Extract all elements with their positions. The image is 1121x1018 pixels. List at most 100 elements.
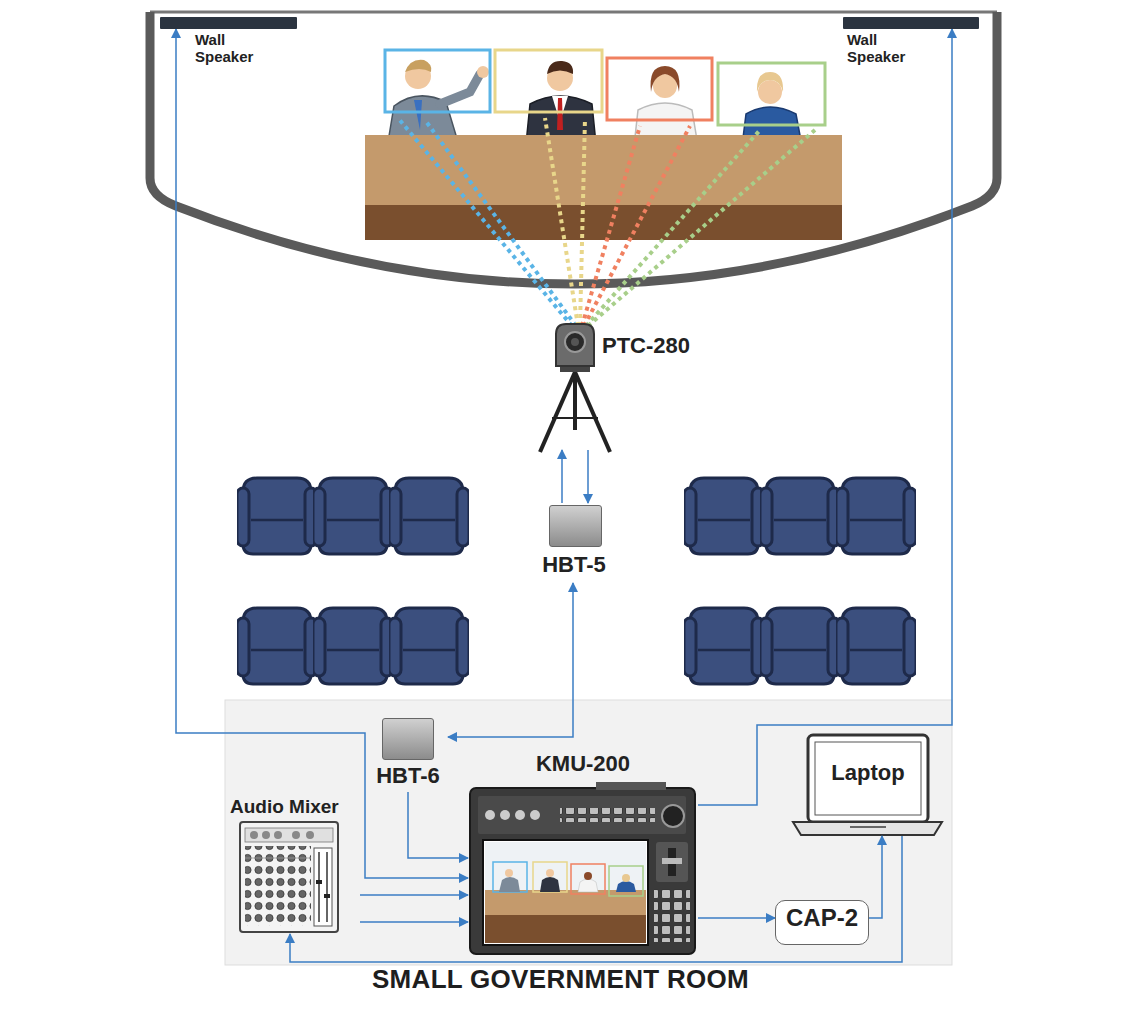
audience-seating-part: [237, 478, 317, 554]
camera-view-lines-part: [582, 126, 640, 326]
ptz-camera-part: [556, 324, 594, 366]
audio-mixer-drawing-part: [250, 831, 258, 839]
audio-mixer-drawing: [240, 822, 338, 932]
signal-connector: [698, 917, 775, 919]
kmu-switcher-drawing-part: [662, 858, 682, 864]
audio-mixer-drawing-part: [316, 880, 322, 884]
video-switcher: KMU-200: [468, 752, 698, 955]
audio-mixer-drawing-part: [292, 831, 300, 839]
extender-icon: [549, 505, 602, 547]
laptop-drawing-part: [793, 822, 942, 835]
audience-seating-part: [836, 478, 916, 554]
device-label: PTC-280: [602, 334, 690, 358]
signal-connector: [360, 921, 468, 923]
camera-view-lines-part: [584, 126, 690, 326]
audience-seating-part: [684, 478, 764, 554]
audience-seating-part: [760, 608, 840, 684]
device-label: HBT-6: [368, 764, 448, 788]
kmu-switcher-drawing-part: [560, 808, 655, 822]
ptz-camera-part: [565, 332, 585, 352]
kmu-switcher-drawing-part: [656, 842, 688, 882]
signal-connector: [869, 836, 882, 918]
audio-mixer-drawing-part: [245, 828, 333, 842]
kmu-switcher-drawing-part: [584, 872, 592, 880]
audience-seating-part: [389, 608, 469, 684]
audio-mixer: Audio Mixer: [226, 796, 360, 934]
panel-people-part: [440, 74, 480, 104]
audio-mixer-drawing-part: [314, 848, 332, 926]
diagram-title: SMALL GOVERNMENT ROOM: [0, 964, 1121, 995]
hdbaset-device: HBT-5: [528, 503, 620, 583]
panel-people-part: [557, 98, 563, 130]
signal-connector: [290, 836, 902, 962]
device-label: Wall Speaker: [847, 31, 919, 65]
panel-people-part: [405, 60, 431, 72]
device-label: CAP-2: [786, 905, 858, 931]
kmu-switcher-drawing: [470, 782, 695, 954]
panel-people-part: [414, 100, 422, 130]
kmu-switcher-drawing-part: [493, 862, 527, 892]
kmu-switcher-drawing-part: [540, 877, 560, 892]
ptz-camera-part: [571, 338, 579, 346]
panel-people-part: [758, 80, 782, 104]
hdbaset-device: HBT-6: [368, 716, 448, 792]
panel-people-part: [757, 72, 783, 92]
kmu-switcher-drawing-part: [654, 888, 690, 942]
kmu-switcher-drawing-part: [578, 879, 598, 892]
kmu-switcher-drawing-part: [622, 874, 630, 882]
audio-mixer-drawing-part: [324, 894, 330, 898]
audience-seating-part: [389, 478, 469, 554]
kmu-switcher-drawing-part: [609, 866, 643, 896]
room-outline-part: [150, 11, 997, 14]
camera-view-lines-part: [425, 120, 576, 326]
signal-connector: [176, 29, 468, 878]
kmu-switcher-drawing-part: [483, 840, 648, 945]
kmu-switcher-drawing-part: [500, 810, 510, 820]
signal-connector: [587, 450, 589, 503]
device-label: KMU-200: [468, 752, 698, 776]
panel-people-part: [651, 66, 680, 92]
kmu-switcher-drawing-part: [533, 862, 567, 892]
audio-mixer-drawing-part: [274, 831, 282, 839]
panel-people: [388, 60, 802, 146]
camera-view-lines-part: [588, 130, 815, 326]
audio-mixer-drawing-part: [240, 822, 338, 932]
kmu-switcher-drawing-part: [485, 890, 646, 915]
kmu-switcher-drawing-part: [478, 796, 686, 834]
audience-seating-part: [313, 608, 393, 684]
ptz-camera-node: PTC-280: [538, 322, 706, 450]
signal-connector: [448, 583, 573, 737]
audio-mixer-drawing-part: [245, 846, 311, 926]
ptz-camera-part: [573, 372, 577, 430]
audience-seating-part: [836, 608, 916, 684]
ptz-camera-part: [552, 417, 598, 419]
kmu-switcher-drawing-part: [470, 788, 695, 954]
signal-connector: [360, 894, 468, 896]
kmu-switcher-drawing-part: [571, 864, 605, 894]
signal-connector: [561, 450, 563, 503]
audio-mixer-drawing-part: [318, 852, 320, 922]
kmu-switcher-drawing-part: [530, 810, 540, 820]
audio-mixer-drawing-part: [262, 831, 270, 839]
audience-seating: [237, 478, 916, 684]
panel-people-part: [477, 66, 489, 78]
audio-mixer-drawing-part: [326, 852, 328, 922]
room-outline: [150, 12, 997, 284]
kmu-switcher-drawing-part: [515, 810, 525, 820]
camera-view-lines-part: [586, 130, 760, 326]
device-label: Audio Mixer: [230, 796, 339, 817]
kmu-switcher-drawing-part: [616, 881, 636, 892]
wall-speaker: Wall Speaker: [843, 17, 979, 29]
extender-icon: [382, 718, 434, 760]
camera-view-lines: [398, 118, 815, 326]
kmu-switcher-drawing-part: [662, 805, 684, 827]
framing-boxes: [385, 50, 825, 125]
conference-table: [365, 135, 842, 240]
camera-view-lines-part: [398, 118, 572, 326]
room-outline-part: [150, 12, 997, 284]
laptop-node: Laptop: [793, 733, 943, 836]
signal-connector: [698, 29, 952, 805]
wall-speaker: Wall Speaker: [160, 17, 297, 29]
capture-device: CAP-2: [775, 900, 869, 945]
